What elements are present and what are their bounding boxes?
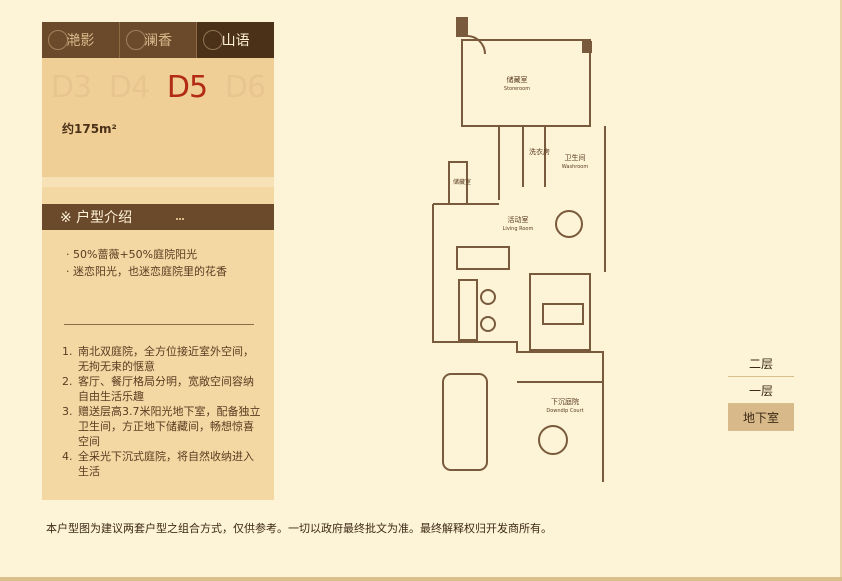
washroom-label: 卫生间 [565, 153, 586, 162]
feature-item: 3. 赠送层高3.7米阳光地下室，配备独立卫生间，方正地下储藏间，畅想惊喜空间 [62, 404, 262, 449]
feature-list: 1. 南北双庭院，全方位接近室外空间，无拘无束的惬意 2. 客厅、餐厅格局分明，宽敞… [62, 344, 262, 479]
tab-label: 山语 [221, 33, 250, 49]
highlight-item: · 50%蔷薇+50%庭院阳光 [66, 248, 198, 261]
coffee-table [542, 303, 584, 325]
intro-title: ※ 户型介绍 [60, 210, 133, 226]
feature-item: 2. 客厅、餐厅格局分明，宽敞空间容纳自由生活乐趣 [62, 374, 262, 404]
storeroom-label-en: Storeroom [504, 86, 530, 92]
small-store-label: 储藏室 [453, 178, 471, 186]
model-d4[interactable]: D4 [108, 69, 150, 105]
right-border [840, 0, 842, 581]
door-swing [466, 35, 486, 55]
dining-table [555, 210, 583, 238]
dots-icon [176, 218, 184, 222]
floor-button-1f[interactable]: 一层 [728, 377, 794, 404]
feature-text: 客厅、餐厅格局分明，宽敞空间容纳自由生活乐趣 [78, 375, 254, 403]
series-tabs: 滟影 澜香 山语 [42, 22, 275, 58]
feature-num: 2. [62, 375, 73, 388]
stool [480, 316, 496, 332]
swirl-icon [125, 30, 146, 50]
tab-shanyu[interactable]: 山语 [196, 22, 275, 58]
highlights: · 50%蔷薇+50%庭院阳光 · 迷恋阳光，也迷恋庭院里的花香 [66, 246, 266, 280]
intro-header: ※ 户型介绍 [42, 204, 274, 230]
feature-text: 全采光下沉式庭院，将自然收纳进入生活 [78, 450, 254, 478]
model-d5[interactable]: D5 [166, 69, 208, 105]
floor-button-basement[interactable]: 地下室 [728, 404, 794, 431]
feature-item: 4. 全采光下沉式庭院，将自然收纳进入生活 [62, 449, 262, 479]
stool [480, 289, 496, 305]
storeroom-wall [461, 39, 591, 127]
living-label: 活动室 [508, 215, 529, 224]
court-table [538, 425, 568, 455]
disclaimer: 本户型图为建议两套户型之组合方式，仅供参考。一切以政府最终批文为准。最终解释权归… [46, 522, 552, 535]
floor-selector: 二层 一层 地下室 [728, 350, 794, 431]
feature-num: 4. [62, 450, 73, 463]
model-d3[interactable]: D3 [50, 69, 92, 105]
model-selector: D3 D4 D5 D6 [42, 64, 274, 110]
feature-num: 1. [62, 345, 73, 358]
floor-plan: 储藏室 Storeroom 洗衣房 卫生间 Washroom 储藏室 活动室 L… [425, 12, 625, 486]
washroom-label-en: Washroom [562, 164, 589, 170]
feature-text: 南北双庭院，全方位接近室外空间，无拘无束的惬意 [78, 345, 254, 373]
tab-yanying[interactable]: 滟影 [42, 22, 119, 58]
wall-pillar [456, 17, 468, 37]
tab-lanxiang[interactable]: 澜香 [118, 22, 197, 58]
storeroom-label: 储藏室 [507, 75, 528, 84]
floor-button-2f[interactable]: 二层 [728, 350, 794, 377]
rug [529, 273, 591, 351]
swirl-icon [48, 30, 68, 50]
tab-label: 澜香 [144, 33, 172, 49]
feature-num: 3. [62, 405, 73, 418]
divider [64, 324, 254, 325]
tab-label: 滟影 [66, 33, 95, 49]
bottom-border [0, 577, 842, 581]
feature-item: 1. 南北双庭院，全方位接近室外空间，无拘无束的惬意 [62, 344, 262, 374]
feature-text: 赠送层高3.7米阳光地下室，配备独立卫生间，方正地下储藏间，畅想惊喜空间 [78, 405, 261, 448]
counter [458, 279, 478, 341]
unit-area: 约175m² [62, 122, 117, 136]
floor-plan-drawing: 储藏室 Storeroom 洗衣房 卫生间 Washroom 储藏室 活动室 L… [432, 17, 606, 482]
living-label-en: Living Room [503, 226, 534, 232]
panel-top-edge [42, 177, 274, 187]
model-d6[interactable]: D6 [224, 69, 266, 105]
outer-wall [432, 204, 604, 482]
highlight-item: · 迷恋阳光，也迷恋庭院里的花香 [66, 265, 227, 278]
car [442, 373, 488, 471]
laundry-label: 洗衣房 [529, 147, 550, 156]
stair [456, 246, 510, 270]
court-label: 下沉庭院 [551, 397, 579, 406]
info-panel: 滟影 澜香 山语 D3 D4 D5 D6 约175m² ※ 户型介绍 · 50%… [42, 22, 275, 500]
court-label-en: Downdip Court [546, 408, 583, 414]
swirl-icon [203, 30, 224, 50]
wall-pillar [582, 41, 592, 53]
